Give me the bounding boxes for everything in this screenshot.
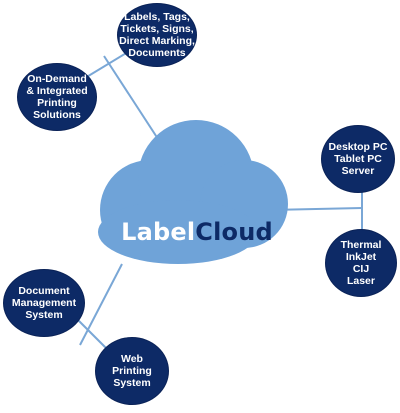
cloud-shape <box>98 120 288 264</box>
connector-document-to-web <box>75 317 109 351</box>
connector-cloud-to-document <box>79 263 123 346</box>
logo-cloud-word: Cloud <box>195 218 273 246</box>
node-on-demand-printing: On-Demand & Integrated Printing Solution… <box>18 64 96 130</box>
node-web-printing: Web Printing System <box>96 338 168 404</box>
node-labels-tags-text: Labels, Tags, Tickets, Signs, Direct Mar… <box>119 11 195 59</box>
node-printers: Thermal InkJet CIJ Laser <box>326 230 396 296</box>
node-web-text: Web Printing System <box>112 353 152 389</box>
connector-labels-to-ondemand <box>84 51 129 79</box>
node-on-demand-text: On-Demand & Integrated Printing Solution… <box>26 73 88 121</box>
node-document-text: Document Management System <box>11 285 77 321</box>
node-document-management: Document Management System <box>4 270 84 336</box>
node-desktop-text: Desktop PC Tablet PC Server <box>328 141 388 177</box>
node-printers-text: Thermal InkJet CIJ Laser <box>340 239 382 287</box>
connector-ondemand-to-cloud <box>103 55 161 143</box>
node-desktop-pc: Desktop PC Tablet PC Server <box>322 126 394 192</box>
logo-label-word: Label <box>121 218 196 246</box>
labelcloud-logo: LabelCloud <box>112 218 282 246</box>
node-labels-tags: Labels, Tags, Tickets, Signs, Direct Mar… <box>118 4 196 66</box>
